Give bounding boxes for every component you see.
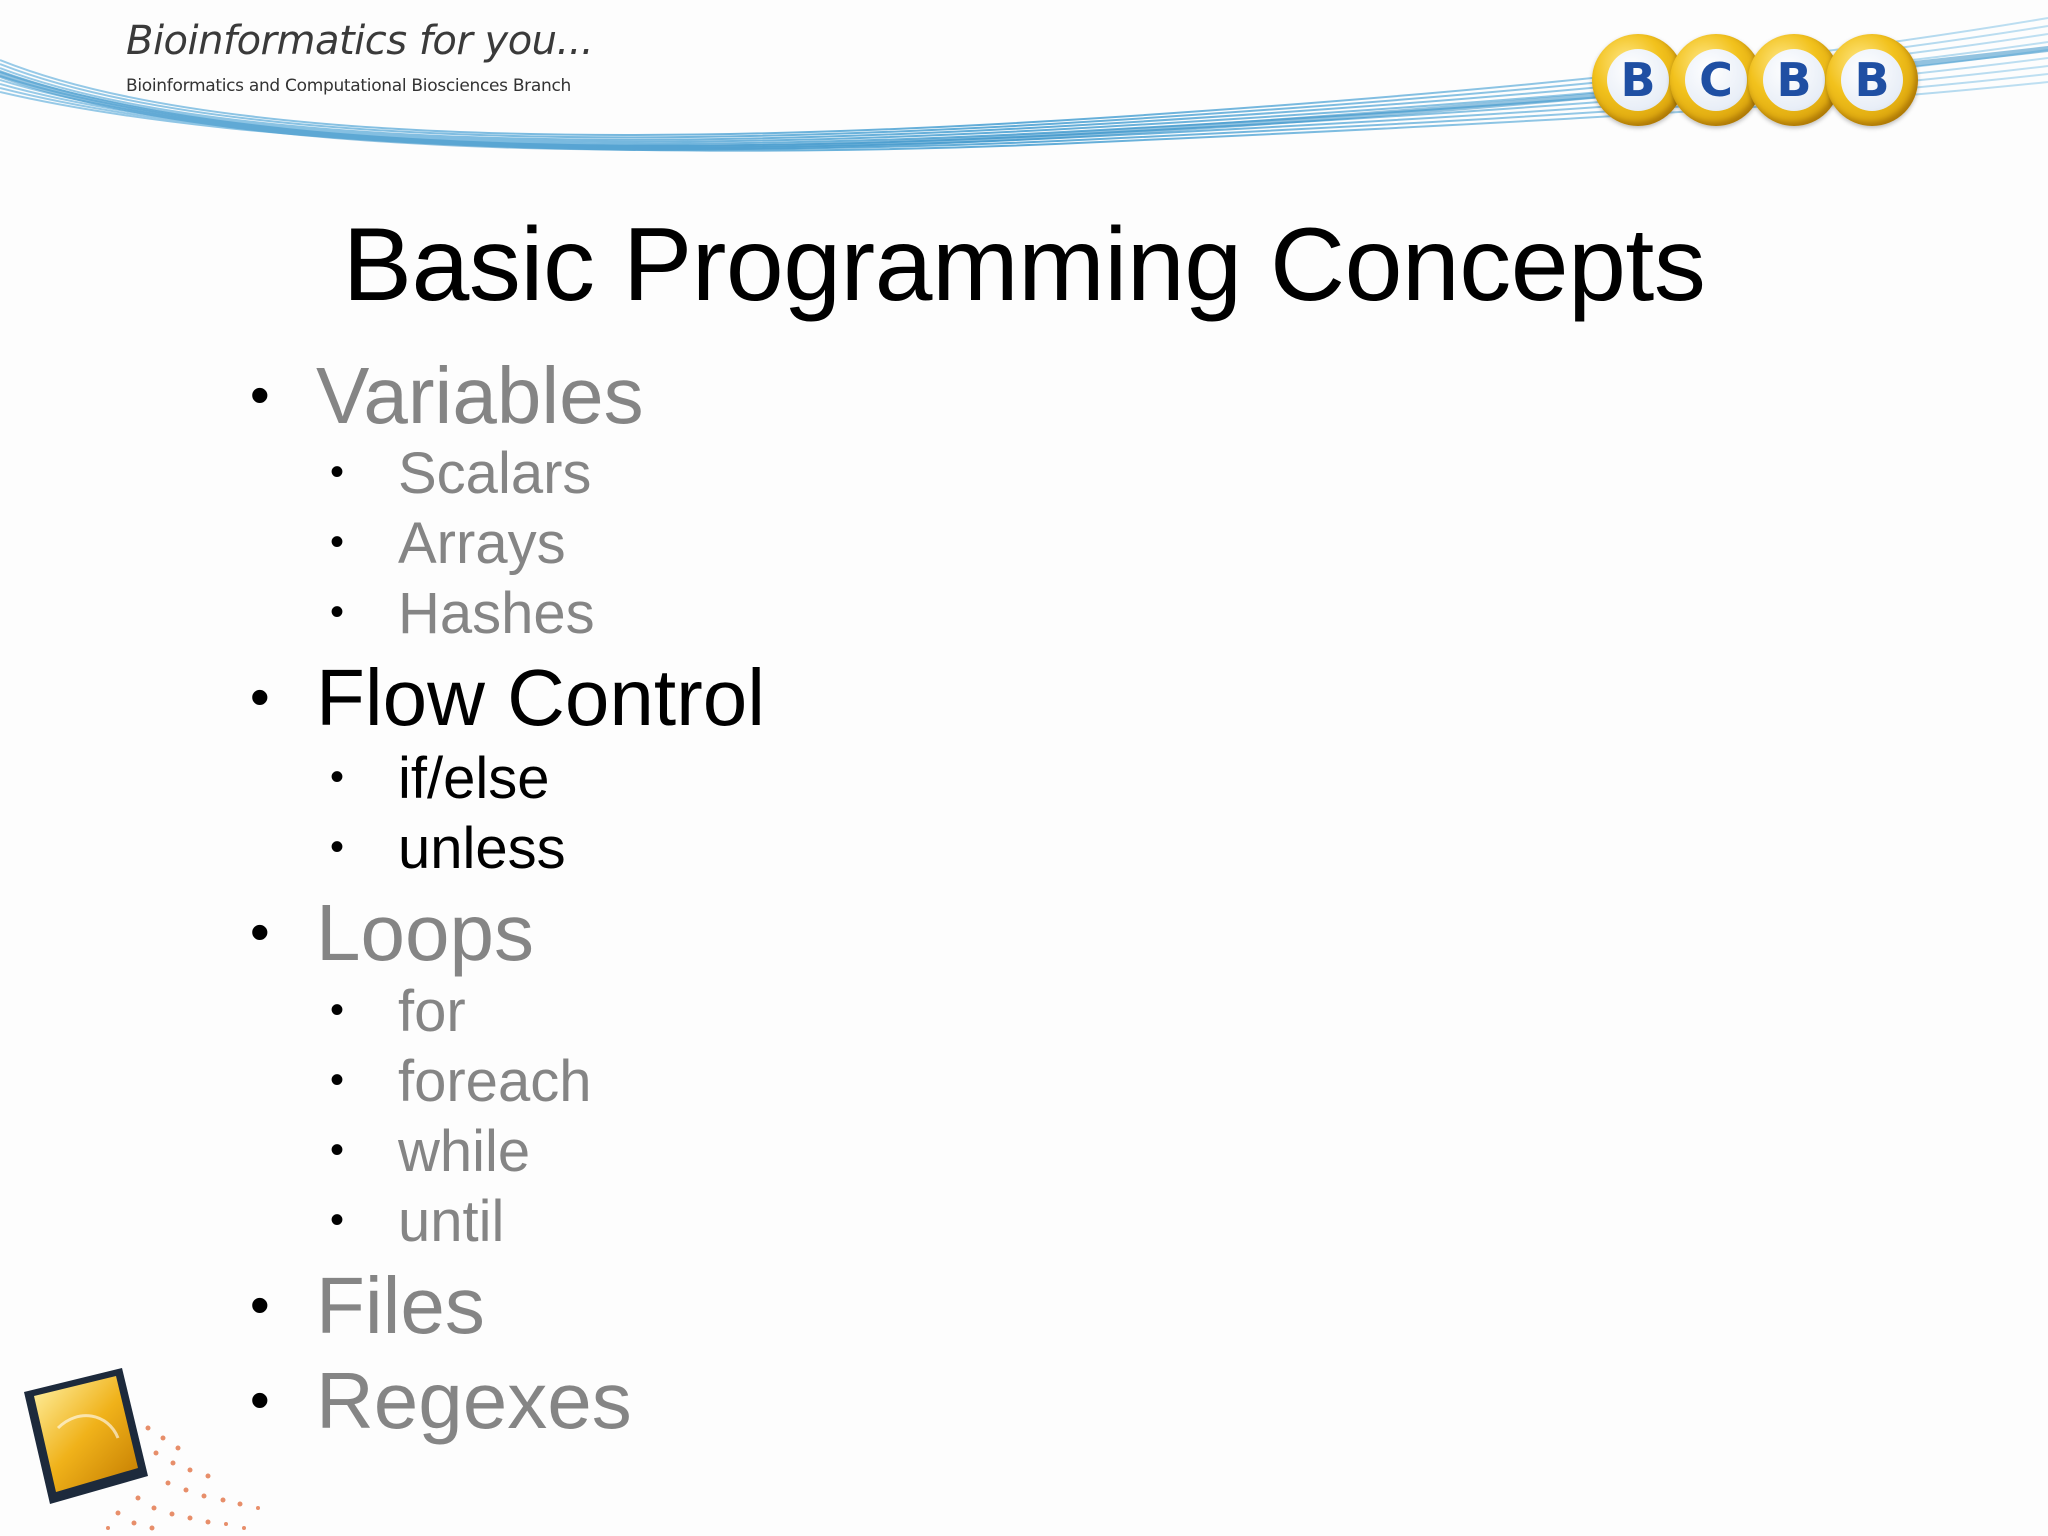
list-item-regexes: • Regexes (250, 1355, 632, 1447)
logo-letter: B (1607, 49, 1669, 111)
bullet-dot: • (330, 1058, 345, 1102)
bcbb-logo: B C B B (1592, 34, 1918, 130)
sub-item: • Arrays (330, 510, 566, 577)
sub-item: • Hashes (330, 580, 595, 647)
logo-ball: B (1826, 34, 1918, 126)
list-item-label: Loops (316, 888, 534, 977)
sub-item-label: foreach (398, 1049, 592, 1114)
sub-item: • while (330, 1118, 531, 1185)
bullet-dot: • (330, 590, 345, 634)
list-item-files: • Files (250, 1260, 485, 1352)
slide-title: Basic Programming Concepts (0, 206, 2048, 325)
sub-item-label: while (398, 1119, 531, 1184)
brand-block: Bioinformatics for you... Bioinformatics… (126, 18, 594, 96)
bullet-dot: • (330, 520, 345, 564)
sub-item-label: Arrays (398, 511, 566, 576)
sub-item-label: for (398, 979, 466, 1044)
list-item-label: Flow Control (316, 653, 766, 742)
bullet-dot: • (330, 988, 345, 1032)
bullet-dot: • (330, 1128, 345, 1172)
logo-letter: B (1841, 49, 1903, 111)
bullet-dot: • (330, 825, 345, 869)
bullet-dot: • (250, 665, 270, 728)
sub-item: • Scalars (330, 440, 592, 507)
sub-item-label: if/else (398, 746, 550, 811)
brand-subtitle: Bioinformatics and Computational Bioscie… (126, 76, 571, 96)
list-item-loops: • Loops (250, 887, 534, 979)
sub-item: • unless (330, 815, 566, 882)
sub-item-label: Hashes (398, 581, 595, 646)
logo-ball: C (1670, 34, 1762, 126)
logo-ball: B (1748, 34, 1840, 126)
sub-item-label: until (398, 1189, 505, 1254)
bullet-dot: • (330, 755, 345, 799)
list-item-label: Regexes (316, 1356, 632, 1445)
logo-letter: B (1763, 49, 1825, 111)
sub-item-label: unless (398, 816, 566, 881)
computer-screen-decoration (24, 1368, 260, 1531)
bullet-dot: • (250, 363, 270, 426)
list-item-label: Files (316, 1261, 485, 1350)
bullet-dot: • (250, 900, 270, 963)
sub-item: • until (330, 1188, 505, 1255)
brand-title: Bioinformatics for you... (126, 18, 594, 64)
bullet-dot: • (250, 1273, 270, 1336)
sub-item: • foreach (330, 1048, 592, 1115)
bullet-dot: • (330, 1198, 345, 1242)
list-item-label: Variables (316, 351, 644, 440)
bullet-dot: • (330, 450, 345, 494)
sub-item: • if/else (330, 745, 550, 812)
logo-ball: B (1592, 34, 1684, 126)
list-item-variables: • Variables (250, 350, 644, 442)
sub-item-label: Scalars (398, 441, 592, 506)
header-swoosh-decoration (0, 17, 2048, 152)
logo-letter: C (1685, 49, 1747, 111)
bullet-dot: • (250, 1368, 270, 1431)
sub-item: • for (330, 978, 466, 1045)
slide-title-text: Basic Programming Concepts (342, 207, 1706, 323)
list-item-flow-control: • Flow Control (250, 652, 766, 744)
